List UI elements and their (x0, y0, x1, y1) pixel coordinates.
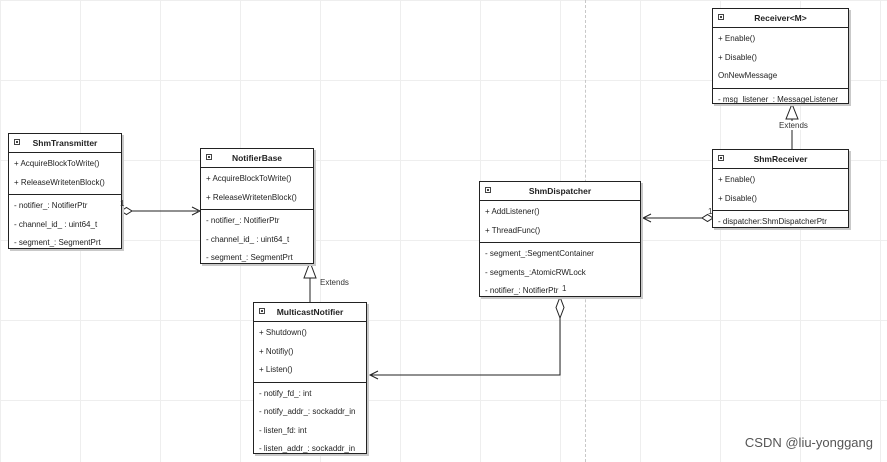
method: + ThreadFunc() (485, 225, 541, 235)
class-header: MulticastNotifier (254, 303, 366, 322)
class-notifier-base[interactable]: NotifierBase + AcquireBlockToWrite() + R… (200, 148, 314, 264)
field: - channel_id_ : uint64_t (206, 234, 290, 244)
class-icon (259, 308, 265, 314)
field: - listen_addr_: sockaddr_in (259, 444, 356, 453)
aggregation-transmitter-to-notifierbase (120, 206, 202, 216)
class-shm-transmitter[interactable]: ShmTransmitter + AcquireBlockToWrite() +… (8, 133, 122, 249)
class-icon (485, 187, 491, 193)
class-icon (718, 155, 724, 161)
field: - notify_addr_: sockaddr_in (259, 407, 356, 416)
class-shm-receiver[interactable]: ShmReceiver + Enable() + Disable() - dis… (712, 149, 849, 228)
method: + Notifiy() (259, 346, 294, 356)
class-header: NotifierBase (201, 149, 313, 168)
class-header: ShmDispatcher (480, 182, 640, 201)
methods-section: + Shutdown() + Notifiy() + Listen() (254, 322, 366, 383)
multiplicity-label: 1 (708, 207, 713, 216)
extends-label: Extends (320, 278, 349, 287)
field: - msg_listener_: MessageListener (718, 94, 839, 104)
method: + Enable() (718, 34, 756, 43)
method: + Listen() (259, 365, 293, 374)
methods-section: + AddListener() + ThreadFunc() (480, 201, 640, 243)
class-multicast-notifier[interactable]: MulticastNotifier + Shutdown() + Notifiy… (253, 302, 367, 454)
class-name: ShmReceiver (753, 154, 808, 164)
field: - segment_: SegmentPrt (14, 238, 101, 247)
field: - notifier_: NotifierPtr (485, 286, 559, 295)
class-header: ShmTransmitter (9, 134, 121, 153)
methods-section: + AcquireBlockToWrite() + ReleaseWritete… (201, 168, 313, 210)
class-name: NotifierBase (231, 153, 283, 163)
class-name: Receiver<M> (754, 13, 807, 23)
methods-section: + AcquireBlockToWrite() + ReleaseWritete… (9, 153, 121, 195)
method: + ReleaseWritetenBlock() (206, 192, 297, 202)
field: - notifier_: NotifierPtr (14, 201, 88, 210)
class-shm-dispatcher[interactable]: ShmDispatcher + AddListener() + ThreadFu… (479, 181, 641, 297)
extends-label: Extends (778, 121, 809, 130)
fields-section: - notifier_: NotifierPtr - channel_id_ :… (201, 210, 313, 270)
fields-section: - notify_fd_: int - notify_addr_: sockad… (254, 383, 366, 461)
class-icon (14, 139, 20, 145)
class-receiver[interactable]: Receiver<M> + Enable() + Disable() OnNew… (712, 8, 849, 104)
field: - segment_:SegmentContainer (485, 249, 594, 258)
method: + Enable() (718, 175, 756, 184)
method: + Disable() (718, 193, 757, 203)
field: - segment_: SegmentPrt (206, 253, 293, 262)
field: - segments_:AtomicRWLock (485, 267, 586, 277)
generalization-multicast-to-notifierbase (303, 260, 317, 303)
field: - notifier_: NotifierPtr (206, 216, 280, 225)
method: + Shutdown() (259, 328, 307, 337)
fields-section: - notifier_: NotifierPtr - channel_id_ :… (9, 195, 121, 255)
aggregation-receiver-to-dispatcher (641, 213, 714, 223)
methods-section: + Enable() + Disable() OnNewMessage (713, 28, 848, 89)
class-header: ShmReceiver (713, 150, 848, 169)
multiplicity-label: 1 (120, 199, 125, 208)
method: + AddListener() (485, 207, 540, 216)
method: + AcquireBlockToWrite() (206, 174, 292, 183)
methods-section: + Enable() + Disable() (713, 169, 848, 211)
class-name: ShmTransmitter (32, 138, 98, 148)
field: - listen_fd: int (259, 425, 307, 435)
class-name: MulticastNotifier (276, 307, 344, 317)
multiplicity-label: 1 (562, 284, 567, 293)
method: + ReleaseWritetenBlock() (14, 177, 105, 187)
method: + Disable() (718, 52, 757, 62)
class-icon (718, 14, 724, 20)
method: + AcquireBlockToWrite() (14, 159, 100, 168)
field: - channel_id_ : uint64_t (14, 219, 98, 229)
class-name: ShmDispatcher (528, 186, 592, 196)
class-header: Receiver<M> (713, 9, 848, 28)
aggregation-dispatcher-to-multicast (368, 295, 565, 380)
field: - dispatcher:ShmDispatcherPtr (718, 217, 827, 226)
method: OnNewMessage (718, 71, 778, 80)
class-icon (206, 154, 212, 160)
fields-section: - dispatcher:ShmDispatcherPtr (713, 211, 848, 234)
fields-section: - segment_:SegmentContainer - segments_:… (480, 243, 640, 303)
fields-section: - msg_listener_: MessageListener (713, 89, 848, 112)
field: - notify_fd_: int (259, 388, 312, 398)
watermark: CSDN @liu-yonggang (744, 435, 873, 450)
